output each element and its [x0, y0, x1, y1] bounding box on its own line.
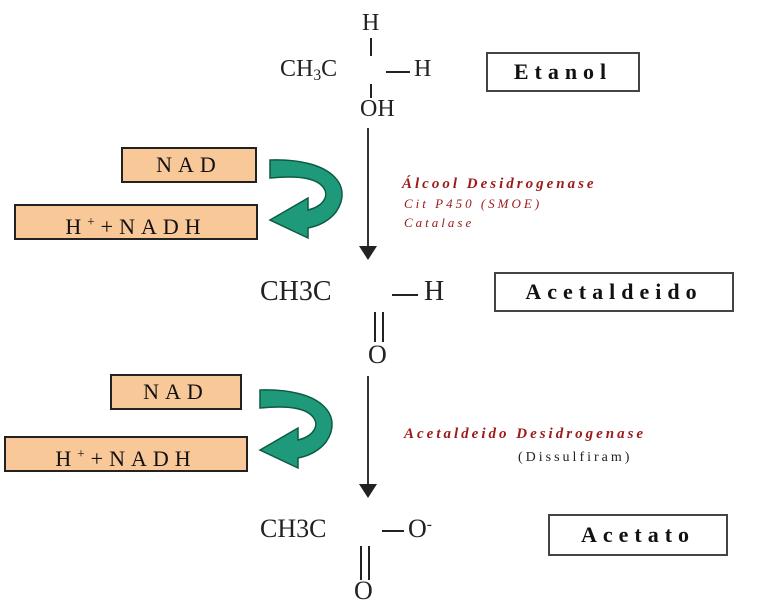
- acetaldehyde-label-box: Acetaldeido: [494, 272, 734, 312]
- acetaldehyde-double-bond-b: [382, 312, 384, 342]
- inhibitor-dissulfiram: (Dissulfiram): [518, 450, 633, 465]
- acetate-bond-o: [382, 530, 404, 532]
- reaction-arrow-1-head: [359, 246, 377, 260]
- acetaldehyde-bond-h: [392, 294, 418, 296]
- nadh-box-2: H++NADH: [4, 436, 248, 472]
- curved-arrow-2: [258, 389, 333, 470]
- curved-arrow-1: [268, 159, 343, 240]
- enzyme-catalase: Catalase: [404, 215, 475, 230]
- acetaldehyde-oxygen: O: [368, 340, 387, 369]
- nadh-h-1: H: [65, 214, 88, 239]
- acetate-charge: -: [426, 516, 432, 533]
- nad-box-1: NAD: [121, 147, 257, 183]
- nadh-rest-2: +NADH: [90, 446, 197, 471]
- acetaldehyde-label: Acetaldeido: [525, 279, 703, 304]
- acetaldehyde-h: H: [424, 276, 445, 307]
- enzyme-cit-p450: Cit P450 (SMOE): [404, 196, 543, 211]
- acetaldehyde-double-bond-a: [374, 312, 376, 342]
- ethanol-h-right: H: [414, 56, 432, 82]
- acetate-double-bond-a: [360, 546, 362, 580]
- enzyme-acetaldeido-desidrogenase: Acetaldeido Desidrogenase: [404, 426, 647, 442]
- reaction-arrow-2-shaft: [367, 376, 369, 486]
- nad-label-2: NAD: [143, 379, 209, 404]
- nad-box-2: NAD: [110, 374, 242, 410]
- ethanol-label: Etanol: [513, 59, 613, 84]
- acetate-label-box: Acetato: [548, 514, 728, 556]
- nadh-label-2: H++NADH: [55, 446, 196, 471]
- acetate-label: Acetato: [580, 522, 696, 547]
- acetate-formula: CH3C: [260, 514, 327, 543]
- reaction-arrow-2-head: [359, 484, 377, 498]
- nadh-plus-1: +: [87, 214, 101, 229]
- ethanol-carbon: C: [321, 56, 338, 82]
- ethanol-ch3-subscript: 3: [313, 67, 322, 84]
- acetate-double-bond-b: [368, 546, 370, 580]
- nadh-h-2: H: [55, 446, 78, 471]
- ethanol-oh: OH: [360, 96, 395, 122]
- ethanol-ch3: CH3C: [280, 56, 337, 85]
- nadh-box-1: H++NADH: [14, 204, 258, 240]
- enzyme-alcool-desidrogenase: Álcool Desidrogenase: [402, 176, 597, 192]
- ethanol-label-box: Etanol: [486, 52, 640, 92]
- reaction-arrow-1-shaft: [367, 128, 369, 248]
- ethanol-bond-bottom: [370, 84, 372, 98]
- ethanol-bond-right: [386, 71, 410, 73]
- ethanol-ch3-text: CH: [280, 56, 314, 82]
- ethanol-bond-top: [370, 38, 372, 56]
- acetate-oxygen: O: [354, 576, 373, 605]
- ethanol-h-top: H: [362, 10, 380, 36]
- nadh-plus-2: +: [77, 446, 91, 461]
- nad-label-1: NAD: [156, 152, 222, 177]
- nadh-rest-1: +NADH: [100, 214, 207, 239]
- acetate-o: O: [408, 514, 427, 543]
- acetaldehyde-formula: CH3C: [260, 276, 332, 307]
- acetate-o-minus: O-: [408, 514, 432, 544]
- nadh-label-1: H++NADH: [65, 214, 206, 239]
